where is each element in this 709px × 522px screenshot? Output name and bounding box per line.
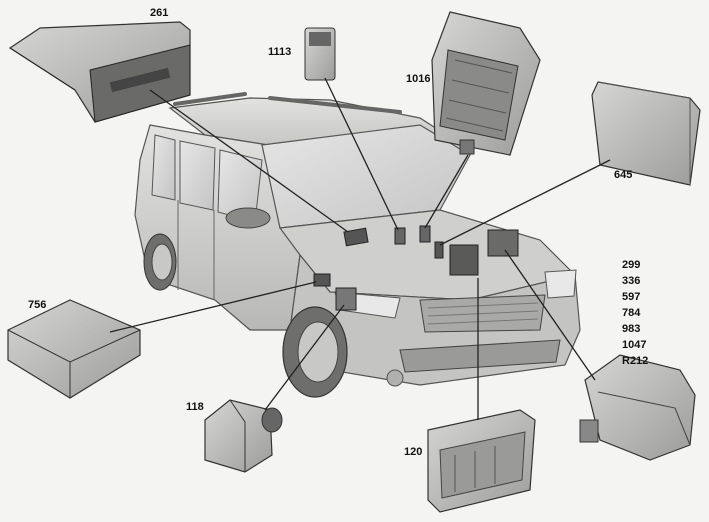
label-120: 120 <box>404 446 422 458</box>
car-illustration <box>134 92 581 398</box>
label-1113: 1113 <box>268 46 291 58</box>
component-118-abs-unit <box>204 399 283 473</box>
group-label: 983 <box>622 323 640 335</box>
label-645: 645 <box>614 169 632 181</box>
group-label: 299 <box>622 259 640 271</box>
component-1016-fuse-box <box>431 11 541 156</box>
label-118: 118 <box>186 401 204 413</box>
label-1016: 1016 <box>406 73 430 85</box>
group-label: R212 <box>622 355 648 367</box>
label-261: 261 <box>150 7 168 19</box>
group-label: 336 <box>622 275 640 287</box>
component-120-ecu <box>427 409 536 513</box>
group-label: 1047 <box>622 339 646 351</box>
group-label-list: 299 336 597 784 983 1047 R212 <box>622 259 648 367</box>
component-1113-relay <box>304 27 336 81</box>
component-group-relay-box <box>579 354 696 461</box>
label-756: 756 <box>28 299 46 311</box>
component-labels: 261 1113 1016 645 756 118 120 <box>28 7 632 458</box>
leader-lines <box>109 77 611 420</box>
group-label: 597 <box>622 291 640 303</box>
component-261-radio <box>8 21 191 123</box>
component-756-airbag-module <box>7 299 141 399</box>
component-645-module <box>591 81 701 186</box>
group-label: 784 <box>622 307 641 319</box>
